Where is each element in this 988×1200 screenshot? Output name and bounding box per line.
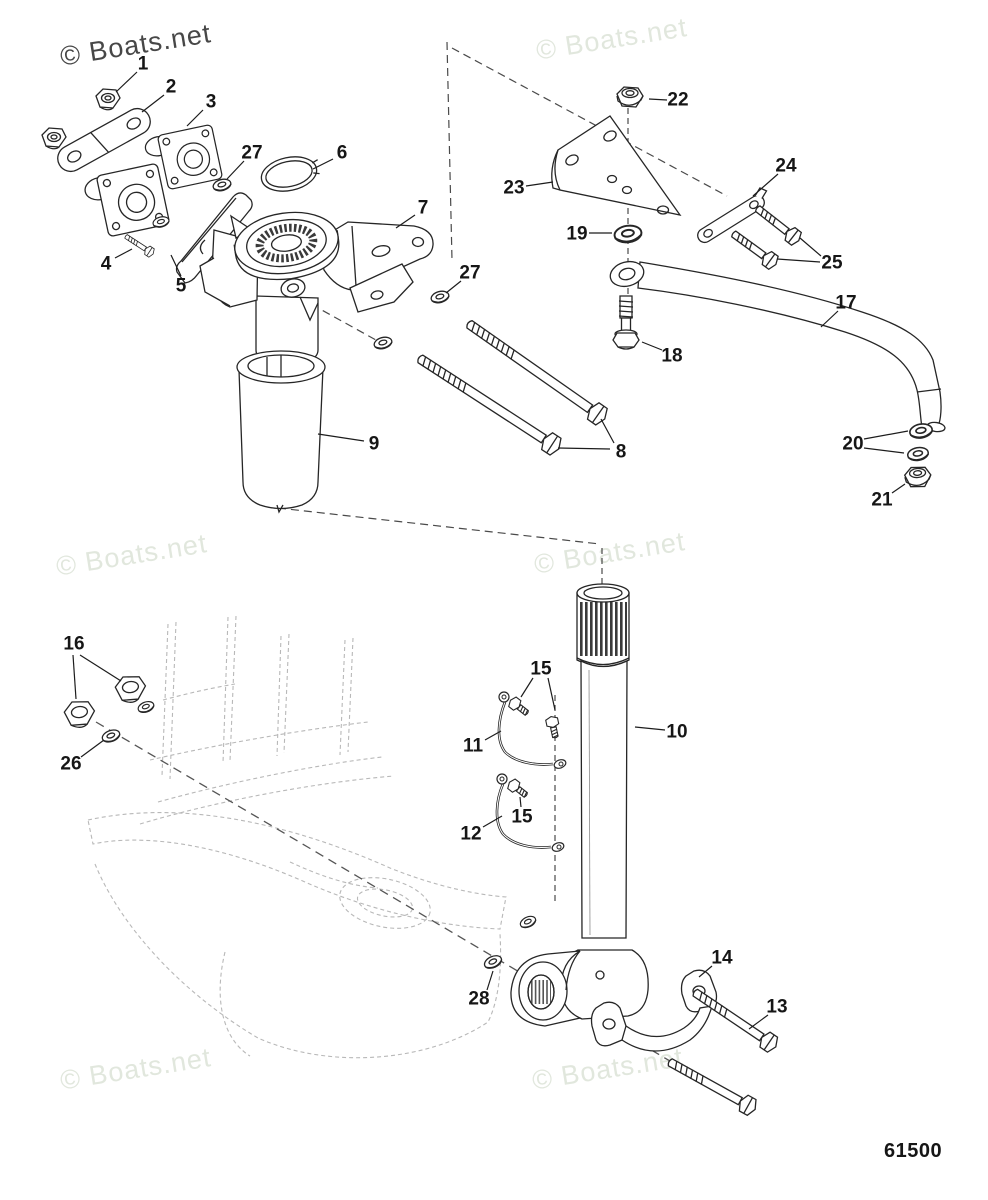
part-callout-25: 25 <box>821 252 843 274</box>
part-callout-23: 23 <box>503 177 525 199</box>
part-10-driveshaft-art <box>576 583 630 939</box>
part-callout-6: 6 <box>336 142 348 164</box>
part-callout-7: 7 <box>417 197 429 219</box>
part-callout-1: 1 <box>137 53 149 75</box>
part-callout-13: 13 <box>766 996 788 1018</box>
part-callout-9: 9 <box>368 433 380 455</box>
part-callout-14: 14 <box>711 947 733 969</box>
part-callout-20: 20 <box>842 433 864 455</box>
part-callout-4: 4 <box>100 253 112 275</box>
part-callout-11: 11 <box>462 735 484 757</box>
part-callout-16: 16 <box>63 633 85 655</box>
part-2-strap-art <box>57 107 151 173</box>
part-callout-21: 21 <box>871 489 893 511</box>
part-callout-15: 15 <box>511 806 533 828</box>
part-3-mount-rear-art <box>144 124 223 190</box>
gearcase-ghost-outline <box>87 615 507 1059</box>
part-callout-10: 10 <box>666 721 688 743</box>
part-callout-22: 22 <box>667 89 689 111</box>
part-7-swivel-bracket-art <box>199 211 434 366</box>
part-callout-17: 17 <box>835 292 857 314</box>
part-callout-18: 18 <box>661 345 683 367</box>
part-23-bracket-art <box>551 115 682 216</box>
part-callout-15: 15 <box>530 658 552 680</box>
part-12-bonding-wire-art <box>495 773 565 852</box>
part-callout-28: 28 <box>468 988 490 1010</box>
part-callout-3: 3 <box>205 91 217 113</box>
drawing-number: 61500 <box>884 1140 943 1162</box>
part-callout-12: 12 <box>460 823 482 845</box>
part-callout-5: 5 <box>175 275 187 297</box>
part-callout-27: 27 <box>459 262 481 284</box>
part-callout-8: 8 <box>615 441 627 463</box>
part-3-mount-front-art <box>84 163 170 237</box>
part-callout-24: 24 <box>775 155 797 177</box>
part-callout-26: 26 <box>60 753 82 775</box>
part-callout-27: 27 <box>241 142 263 164</box>
part-11-bonding-wire-art <box>497 691 567 769</box>
part-9-sleeve-art <box>236 350 326 514</box>
part-callout-19: 19 <box>566 223 588 245</box>
part-callout-2: 2 <box>165 76 177 98</box>
lower-swivel-housing-art <box>510 949 649 1027</box>
part-18-bolt-art <box>612 295 640 350</box>
